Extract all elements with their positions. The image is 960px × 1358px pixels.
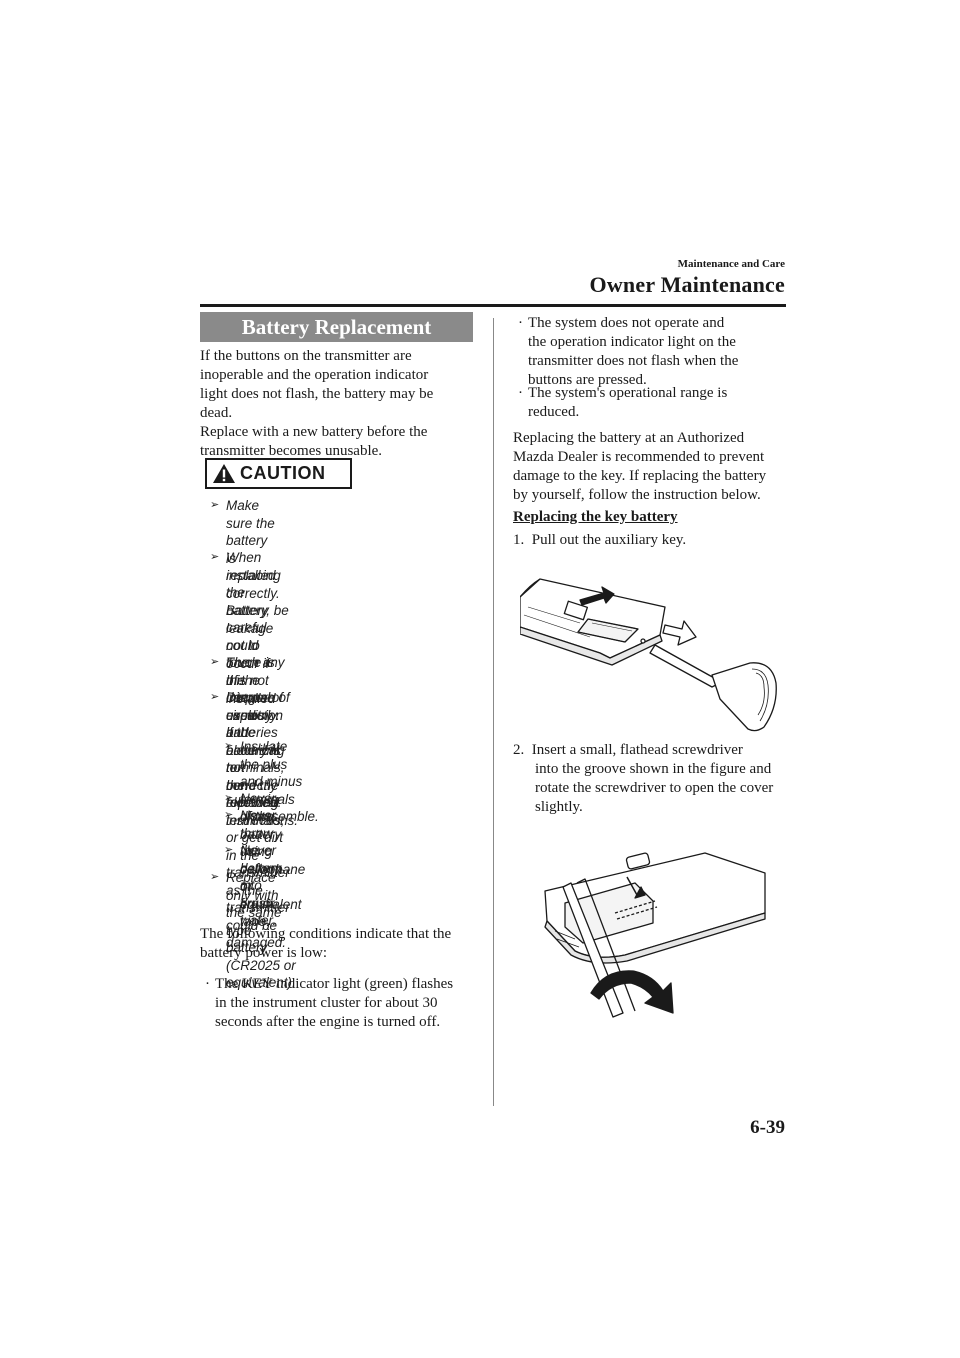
text-line: The following conditions indicate that t…	[200, 926, 452, 942]
text-line: The system does not operate and	[528, 315, 725, 331]
text-line: 2. Insert a small, flathead screwdriver	[513, 742, 743, 758]
text-line: not to touch any of the internal circuit…	[226, 637, 285, 723]
auxiliary-key-figure	[520, 578, 777, 732]
battery-replacement-banner: Battery Replacement	[200, 312, 473, 342]
arrow-bullet-icon: ➢	[224, 740, 234, 752]
warning-triangle-icon	[213, 464, 235, 483]
text-line: transmitter becomes unusable.	[200, 443, 383, 459]
text-line: Insulate the plus and minus terminals	[240, 739, 303, 807]
text-line: and electrical terminals, bend the	[226, 725, 285, 793]
text-line: by yourself, follow the instruction belo…	[513, 487, 761, 503]
arrow-bullet-icon: ➢	[210, 871, 220, 883]
text-line: damaged.	[226, 935, 287, 950]
intro-paragraph: If the buttons on the transmitter are in…	[200, 347, 433, 461]
text-line: Mazda Dealer is recommended to prevent	[513, 449, 765, 465]
text-line: the operation indicator light on the	[528, 334, 736, 350]
text-line: light does not flash, the battery may be	[200, 386, 434, 402]
condition-item: · The KEY indicator light (green) flashe…	[205, 975, 485, 1035]
text-line: Replacing the battery at an Authorized	[513, 430, 745, 446]
text-line: Never disassemble.	[240, 791, 319, 824]
text-line: inoperable and the operation indicator	[200, 367, 429, 383]
arrow-bullet-icon: ➢	[210, 551, 220, 563]
condition-item: · The system's operational range is redu…	[518, 384, 788, 424]
section-title: Owner Maintenance	[589, 272, 785, 297]
column-divider	[493, 318, 494, 1106]
text-line: it is not installed correctly.	[226, 673, 280, 723]
arrow-bullet-icon: ➢	[224, 844, 234, 856]
text-line: of the battery using cellophane or	[240, 809, 306, 894]
text-line: seconds after the engine is turned off.	[215, 1014, 441, 1030]
text-line: damage to the key. If replacing the batt…	[513, 468, 767, 484]
text-line: transmitter does not flash when the	[528, 353, 739, 369]
dealer-paragraph: Replacing the battery at an Authorized M…	[513, 429, 766, 505]
text-line: dead.	[200, 405, 233, 421]
text-line: equivalent tape.	[240, 896, 302, 930]
text-line: Never throw the battery into fire or	[240, 808, 282, 911]
text-line: buttons are pressed.	[528, 372, 647, 388]
dot-bullet-icon: ·	[518, 315, 523, 331]
text-line: The system's operational range is	[528, 385, 728, 401]
text-line: Replace with a new battery before the	[200, 424, 428, 440]
caution-label-box: CAUTION	[205, 458, 352, 489]
arrow-bullet-icon: ➢	[224, 792, 234, 804]
caution-label: CAUTION	[240, 463, 326, 483]
text-line: slightly.	[535, 799, 583, 815]
screwdriver-figure	[544, 852, 766, 1018]
text-line: When replacing the battery, be careful	[226, 550, 289, 635]
text-line: There is the danger of explosion if the	[226, 655, 284, 740]
text-line: the following instructions.	[226, 777, 299, 828]
text-line: reduced.	[528, 404, 580, 420]
text-line: Replace only with the same type battery	[226, 870, 282, 955]
text-line: Dispose of used batteries according to	[226, 690, 290, 775]
dot-bullet-icon: ·	[205, 976, 210, 992]
caution-list: ➢ Make sure the battery is installed cor…	[210, 497, 480, 990]
text-line: Make sure the battery is installed	[226, 498, 276, 583]
arrow-bullet-icon: ➢	[210, 499, 220, 511]
text-line: in the instrument cluster for about 30	[215, 995, 438, 1011]
arrow-bullet-icon: ➢	[224, 809, 234, 821]
step-1: 1. Pull out the auxiliary key.	[513, 532, 687, 548]
section-subtitle: Maintenance and Care	[677, 258, 785, 270]
condition-item: · The system does not operate and the op…	[518, 314, 788, 392]
text-line: The KEY indicator light (green) flashes	[215, 976, 454, 992]
text-line: electrical terminals, or get dirt in the	[226, 795, 285, 863]
arrow-bullet-icon: ➢	[210, 656, 220, 668]
conditions-intro: The following conditions indicate that t…	[200, 925, 451, 963]
text-line: correctly. Battery leakage could occur i…	[226, 585, 280, 671]
text-line: Never deform or crush.	[240, 843, 283, 911]
page-number: 6-39	[750, 1117, 785, 1138]
text-line: transmitter as the transmitter could be	[226, 865, 290, 933]
dot-bullet-icon: ·	[518, 385, 523, 401]
text-line: (CR2025 or equivalent).	[226, 957, 296, 991]
text-line: into the groove shown in the figure and	[535, 761, 772, 777]
text-line: rotate the screwdriver to open the cover	[535, 780, 774, 796]
text-line: If the buttons on the transmitter are	[200, 348, 412, 364]
text-line: battery is not correctly replaced.	[226, 742, 282, 811]
arrow-bullet-icon: ➢	[210, 691, 220, 703]
text-line: battery power is low:	[200, 945, 328, 961]
header-rule	[200, 304, 786, 307]
step-2: 2. Insert a small, flathead screwdriver …	[513, 741, 773, 817]
text-line: water.	[240, 913, 277, 928]
procedure-subheading: Replacing the key battery	[513, 509, 678, 525]
